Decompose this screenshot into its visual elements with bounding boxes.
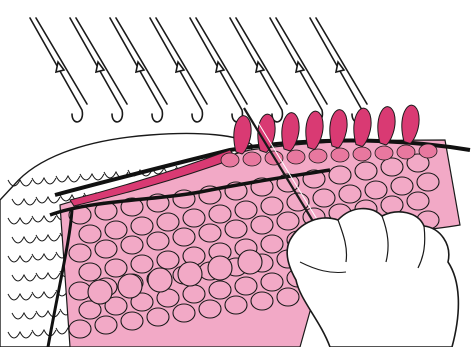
pink-loop xyxy=(235,201,257,219)
pink-loop xyxy=(235,277,257,295)
pink-loop xyxy=(251,292,273,310)
pink-loop xyxy=(251,216,273,234)
mid-pink-loop xyxy=(221,153,239,167)
pink-loop xyxy=(355,162,377,180)
pink-loop xyxy=(391,177,413,195)
pink-loop xyxy=(131,217,153,235)
pink-loop xyxy=(173,304,195,322)
pink-loop xyxy=(131,255,153,273)
pink-loop xyxy=(79,225,101,243)
pink-loop xyxy=(121,236,143,254)
mid-pink-loop xyxy=(419,144,437,158)
pink-loop xyxy=(339,185,361,203)
pink-loop xyxy=(183,209,205,227)
pink-loop xyxy=(209,281,231,299)
pink-loop xyxy=(417,173,439,191)
pink-loop xyxy=(69,244,91,262)
mid-pink-loop xyxy=(331,148,349,162)
mid-pink-loop xyxy=(397,145,415,159)
pink-loop xyxy=(95,240,117,258)
pink-loop xyxy=(225,220,247,238)
pink-loop xyxy=(277,212,299,230)
pink-loop xyxy=(407,192,429,210)
pink-loop xyxy=(121,312,143,330)
pink-loop-lower xyxy=(178,262,202,286)
pink-loop xyxy=(381,158,403,176)
pink-loop xyxy=(69,320,91,338)
pink-loop xyxy=(105,221,127,239)
mid-pink-loop xyxy=(243,152,261,166)
pink-loop-lower xyxy=(148,268,172,292)
pink-loop xyxy=(157,213,179,231)
pink-loop xyxy=(329,166,351,184)
pink-loop xyxy=(147,232,169,250)
pink-loop xyxy=(173,228,195,246)
pink-loop xyxy=(199,224,221,242)
pink-loop xyxy=(225,296,247,314)
pink-loop xyxy=(79,263,101,281)
pink-loop-lower xyxy=(208,256,232,280)
pink-loop xyxy=(261,197,283,215)
mid-pink-loop xyxy=(309,149,327,163)
pink-loop-lower xyxy=(88,280,112,304)
mid-pink-loop xyxy=(375,146,393,160)
pink-loop xyxy=(95,316,117,334)
pink-loop xyxy=(209,205,231,223)
pink-loop xyxy=(261,235,283,253)
pink-loop xyxy=(313,189,335,207)
pink-loop xyxy=(365,181,387,199)
pink-loop xyxy=(147,308,169,326)
pink-loop-lower xyxy=(238,250,262,274)
pink-loop xyxy=(261,273,283,291)
pink-loop-lower xyxy=(118,274,142,298)
mid-pink-loop xyxy=(353,147,371,161)
pink-loop xyxy=(157,251,179,269)
pink-loop xyxy=(105,259,127,277)
pink-loop xyxy=(199,300,221,318)
pink-loop xyxy=(183,285,205,303)
mid-pink-loop xyxy=(287,150,305,164)
pink-loop xyxy=(277,288,299,306)
